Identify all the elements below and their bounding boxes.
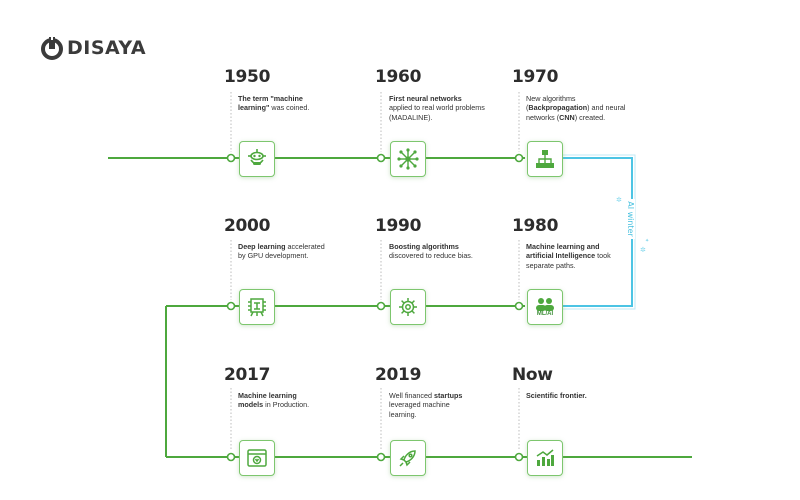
brand-name: DISAYA xyxy=(67,37,147,59)
milestone-icon-box-1970 xyxy=(527,141,563,177)
desc-text: was coined. xyxy=(271,103,310,113)
milestone-icon-box-1990 xyxy=(390,289,426,325)
milestone-desc-1960: First neural networks applied to real wo… xyxy=(389,94,485,122)
neural-network-icon xyxy=(397,148,419,170)
milestone-icon-box-now xyxy=(527,440,563,476)
milestone-icon-box-1960 xyxy=(390,141,426,177)
milestone-year-1970: 1970 xyxy=(512,67,559,87)
milestone-year-1990: 1990 xyxy=(375,216,422,236)
milestone-icon-box-1980: ML/AI xyxy=(527,289,563,325)
milestone-year-1960: 1960 xyxy=(375,67,422,87)
browser-window-icon xyxy=(247,449,267,467)
gears-icon xyxy=(399,298,417,316)
disaya-logo-icon xyxy=(41,36,63,60)
milestone-icon-box-2017 xyxy=(239,440,275,476)
milestone-desc-2017: Machine learning models in Production. xyxy=(238,391,310,410)
sparkle-icon: ✦ xyxy=(645,238,650,244)
milestone-year-2017: 2017 xyxy=(224,365,271,385)
milestone-desc-1990: Boosting algorithms discovered to reduce… xyxy=(389,242,473,261)
milestone-year-1950: 1950 xyxy=(224,67,271,87)
milestone-year-now: Now xyxy=(512,365,553,385)
bar-chart-icon xyxy=(536,449,554,466)
milestone-desc-2019: Well financed startups leveraged machine… xyxy=(389,391,463,419)
milestone-icon-box-2019 xyxy=(390,440,426,476)
sparkle-icon: ✲ xyxy=(640,247,646,254)
milestone-icon-box-1950 xyxy=(239,141,275,177)
hierarchy-icon xyxy=(536,150,554,168)
gpu-chip-icon xyxy=(248,298,266,317)
brand-logo: DISAYA xyxy=(40,36,146,60)
milestone-desc-1970: New algorithms (Backpropagation) and neu… xyxy=(526,94,626,122)
milestone-year-2019: 2019 xyxy=(375,365,422,385)
ml-ai-label: ML/AI xyxy=(536,311,554,317)
milestone-icon-box-2000 xyxy=(239,289,275,325)
milestone-desc-2000: Deep learning accelerated by GPU develop… xyxy=(238,242,325,261)
robot-head-icon xyxy=(248,149,266,165)
milestone-desc-now: Scientific frontier. xyxy=(526,391,587,400)
sparkle-icon: ✲ xyxy=(616,197,622,204)
milestone-year-2000: 2000 xyxy=(224,216,271,236)
milestone-desc-1950: The term "machine learning" was coined. xyxy=(238,94,310,113)
ml-ai-icon xyxy=(536,298,554,311)
rocket-icon xyxy=(399,450,416,467)
ai-winter-label: AI winter xyxy=(621,199,635,239)
milestone-desc-1980: Machine learning and artificial Intellig… xyxy=(526,242,611,270)
milestone-year-1980: 1980 xyxy=(512,216,559,236)
